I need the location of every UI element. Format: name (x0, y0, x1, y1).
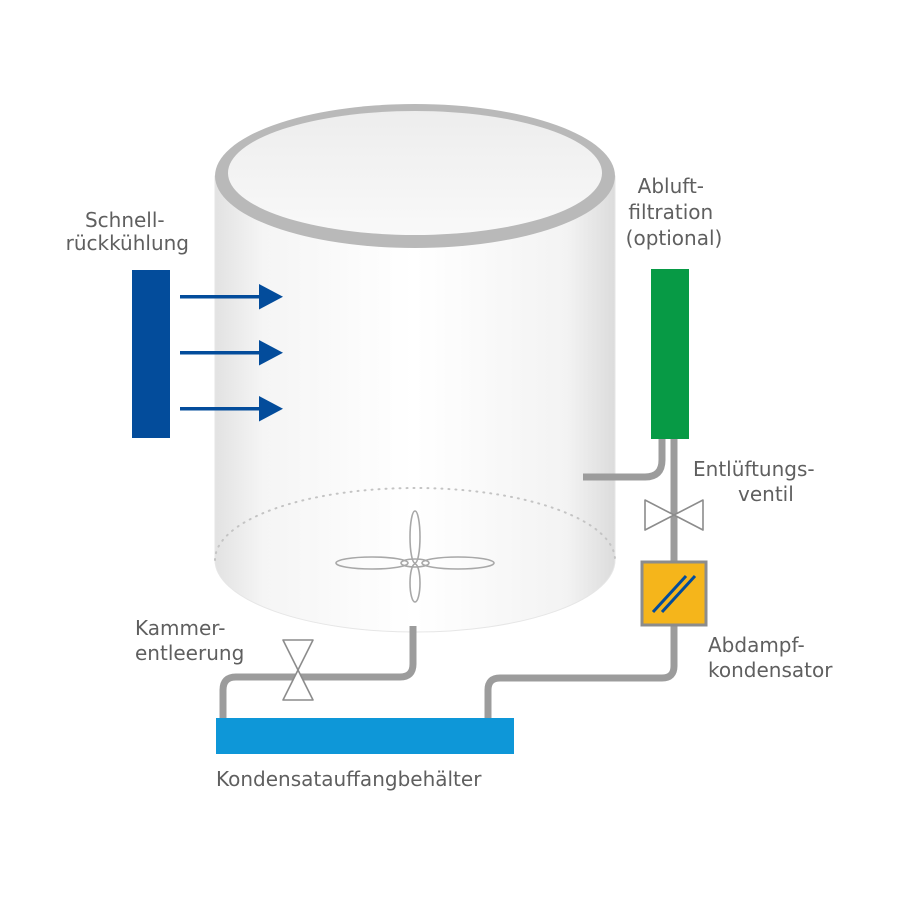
exhaust-condenser-label: Abdampf- kondensator (708, 633, 833, 682)
cooling-arrows (180, 284, 283, 422)
vent-valve-label: Entlüftungs- ventil (693, 457, 821, 506)
condensate-tank-label: Kondensatauffangbehälter (216, 767, 482, 791)
pipes (219, 438, 678, 718)
condensate-return-pipe (484, 625, 678, 718)
drain-pipe (219, 626, 417, 718)
chamber-drain-label: Kammer- entleerung (135, 616, 244, 665)
vent-pipe (583, 438, 666, 481)
drain-valve-icon (282, 639, 314, 701)
cooling-arrow-icon (180, 396, 283, 422)
cooling-arrow-icon (180, 284, 283, 310)
chamber-bottom-dotted-edge (214, 487, 616, 561)
chamber-cylinder (214, 104, 616, 633)
vent-valve-icon (644, 499, 704, 531)
chamber-top-opening (228, 111, 602, 235)
exhaust-condenser-unit (640, 560, 708, 627)
rapid-cooling-label: Schnell- rückkühlung (66, 208, 189, 255)
condensate-tank (216, 718, 514, 754)
chamber-body (214, 175, 616, 633)
exhaust-filter-unit (651, 269, 689, 439)
cooling-arrow-icon (180, 340, 283, 366)
fan-icon (335, 510, 495, 603)
exhaust-filtration-label: Abluft- filtration (optional) (626, 174, 723, 250)
rapid-cooling-unit (132, 270, 170, 438)
